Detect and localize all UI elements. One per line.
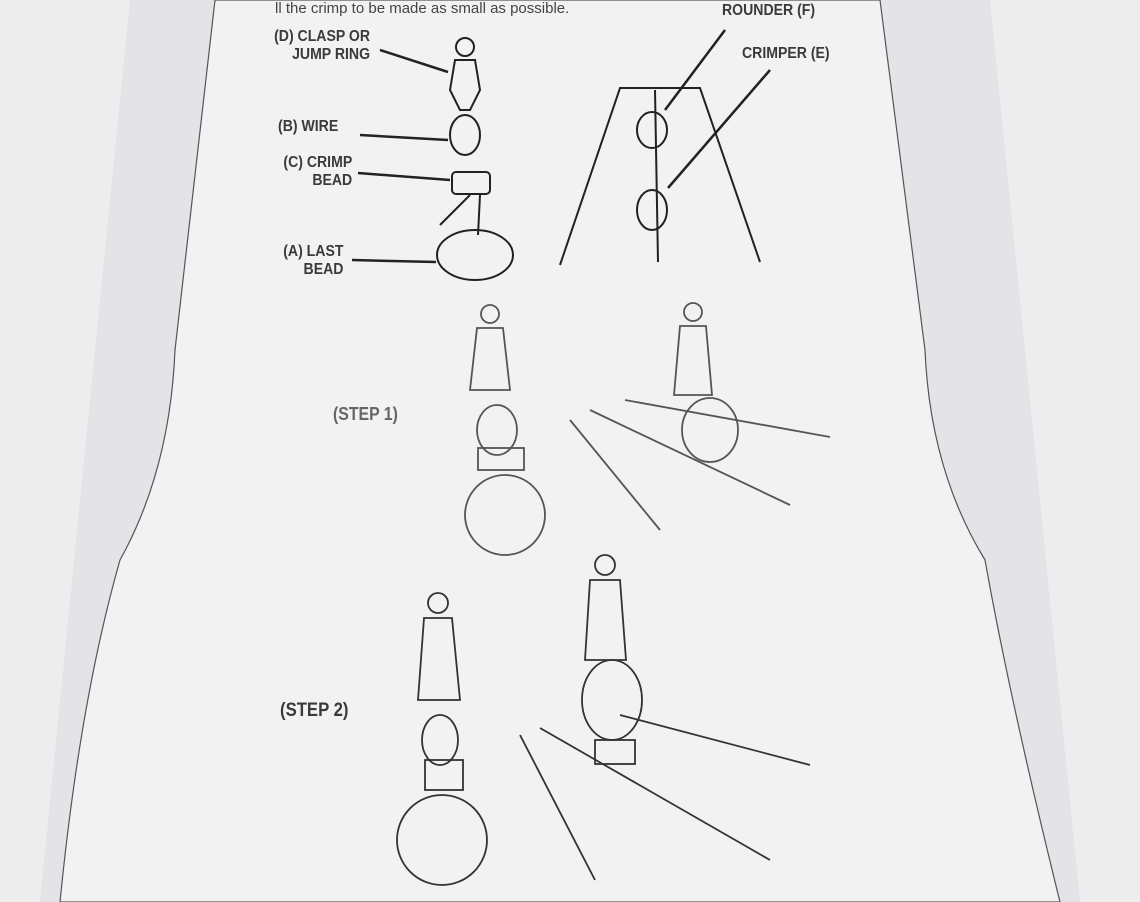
step1-illustrations (464, 302, 831, 556)
step2-illustrations (396, 554, 811, 886)
label-line: (A) LAST (282, 243, 343, 260)
arrows (351, 29, 771, 264)
label-line: BEAD (312, 172, 352, 189)
label-line: BEAD (303, 261, 343, 278)
label-rounder: ROUNDER (F) (722, 2, 816, 19)
label-step1: (STEP 1) (333, 404, 398, 424)
label-crimper: CRIMPER (E) (742, 45, 830, 62)
label-step2: (STEP 2) (280, 700, 349, 721)
diagram-parts (436, 37, 761, 281)
label-line: (D) CLASP OR (274, 28, 370, 45)
label-wire: (B) WIRE (278, 118, 339, 135)
header-text: ll the crimp to be made as small as poss… (275, 0, 570, 17)
label-line: JUMP RING (292, 46, 370, 63)
label-line: (C) CRIMP (283, 154, 352, 171)
printed-card (59, 0, 1061, 902)
